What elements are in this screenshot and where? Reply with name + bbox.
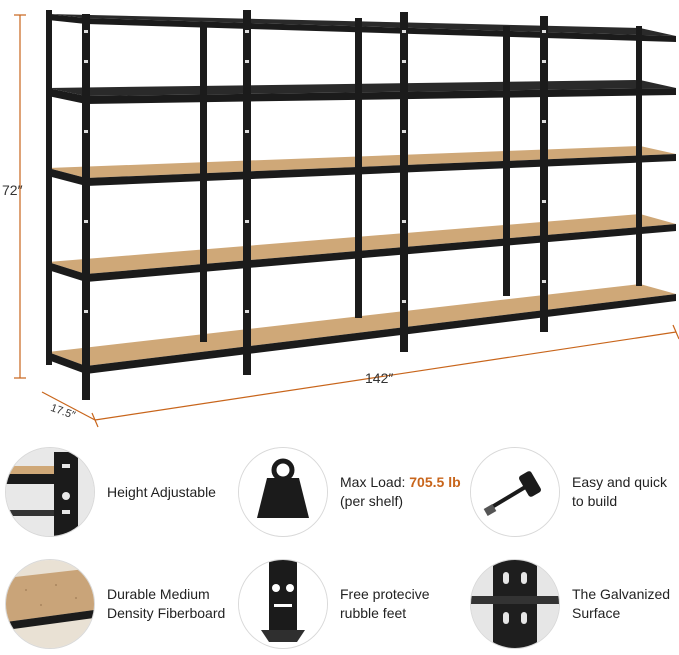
rubber-feet-line1: Free protecive xyxy=(340,586,430,602)
easy-build-line2: to build xyxy=(572,493,618,509)
fiberboard-line1: Durable Medium xyxy=(107,586,210,602)
feature-rubber-feet: Free protecive rubble feet xyxy=(238,559,429,649)
easy-build-line1: Easy and quick xyxy=(572,474,667,490)
max-load-label: Max Load: xyxy=(340,474,410,490)
rubber-feet-line2: rubble feet xyxy=(340,605,407,621)
upright-holes xyxy=(84,30,546,313)
shelving-unit-illustration xyxy=(14,10,679,428)
galvanized-post-icon xyxy=(470,559,560,649)
rubber-mallet-icon xyxy=(470,447,560,537)
shelf-uprights xyxy=(46,10,642,400)
fiberboard-line2: Density Fiberboard xyxy=(107,605,226,621)
feature-label: Height Adjustable xyxy=(107,483,216,500)
shelf-corner-icon xyxy=(5,447,95,537)
galvanized-line2: Surface xyxy=(572,605,621,621)
shelf-beams xyxy=(48,14,676,374)
max-load-value: 705.5 lb xyxy=(409,474,461,490)
width-dimension-label: 142″ xyxy=(365,370,394,386)
weight-icon xyxy=(238,447,328,537)
height-dimension-label: 72″ xyxy=(2,182,23,198)
max-load-note: (per shelf) xyxy=(340,493,404,509)
feature-height-adjustable: Height Adjustable xyxy=(5,447,216,537)
shelf-foot-icon xyxy=(238,559,328,649)
feature-easy-build: Easy and quick to build xyxy=(470,447,667,537)
feature-max-load: Max Load: 705.5 lb (per shelf) xyxy=(238,447,461,537)
feature-galvanized-surface: The Galvanized Surface xyxy=(470,559,670,649)
galvanized-line1: The Galvanized xyxy=(572,586,671,602)
feature-fiberboard: Durable Medium Density Fiberboard xyxy=(5,559,225,649)
dimension-lines xyxy=(14,14,679,428)
fiberboard-icon xyxy=(5,559,95,649)
